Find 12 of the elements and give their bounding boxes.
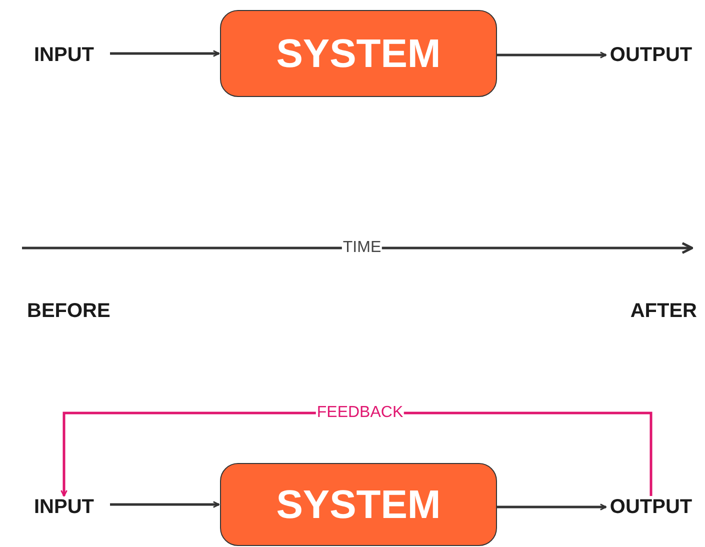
arrow [497,52,607,58]
arrow [110,501,220,508]
timeline-end-label: AFTER [630,299,697,324]
node-label: INPUT [24,40,104,70]
system-box: SYSTEM [220,10,497,97]
system-box: SYSTEM [220,463,497,546]
node-label: OUTPUT [602,40,700,70]
arrow [110,50,220,57]
node-label: OUTPUT [602,492,700,522]
timeline-start-label: BEFORE [27,299,110,324]
arrow [497,504,607,510]
node-label: INPUT [24,492,104,522]
